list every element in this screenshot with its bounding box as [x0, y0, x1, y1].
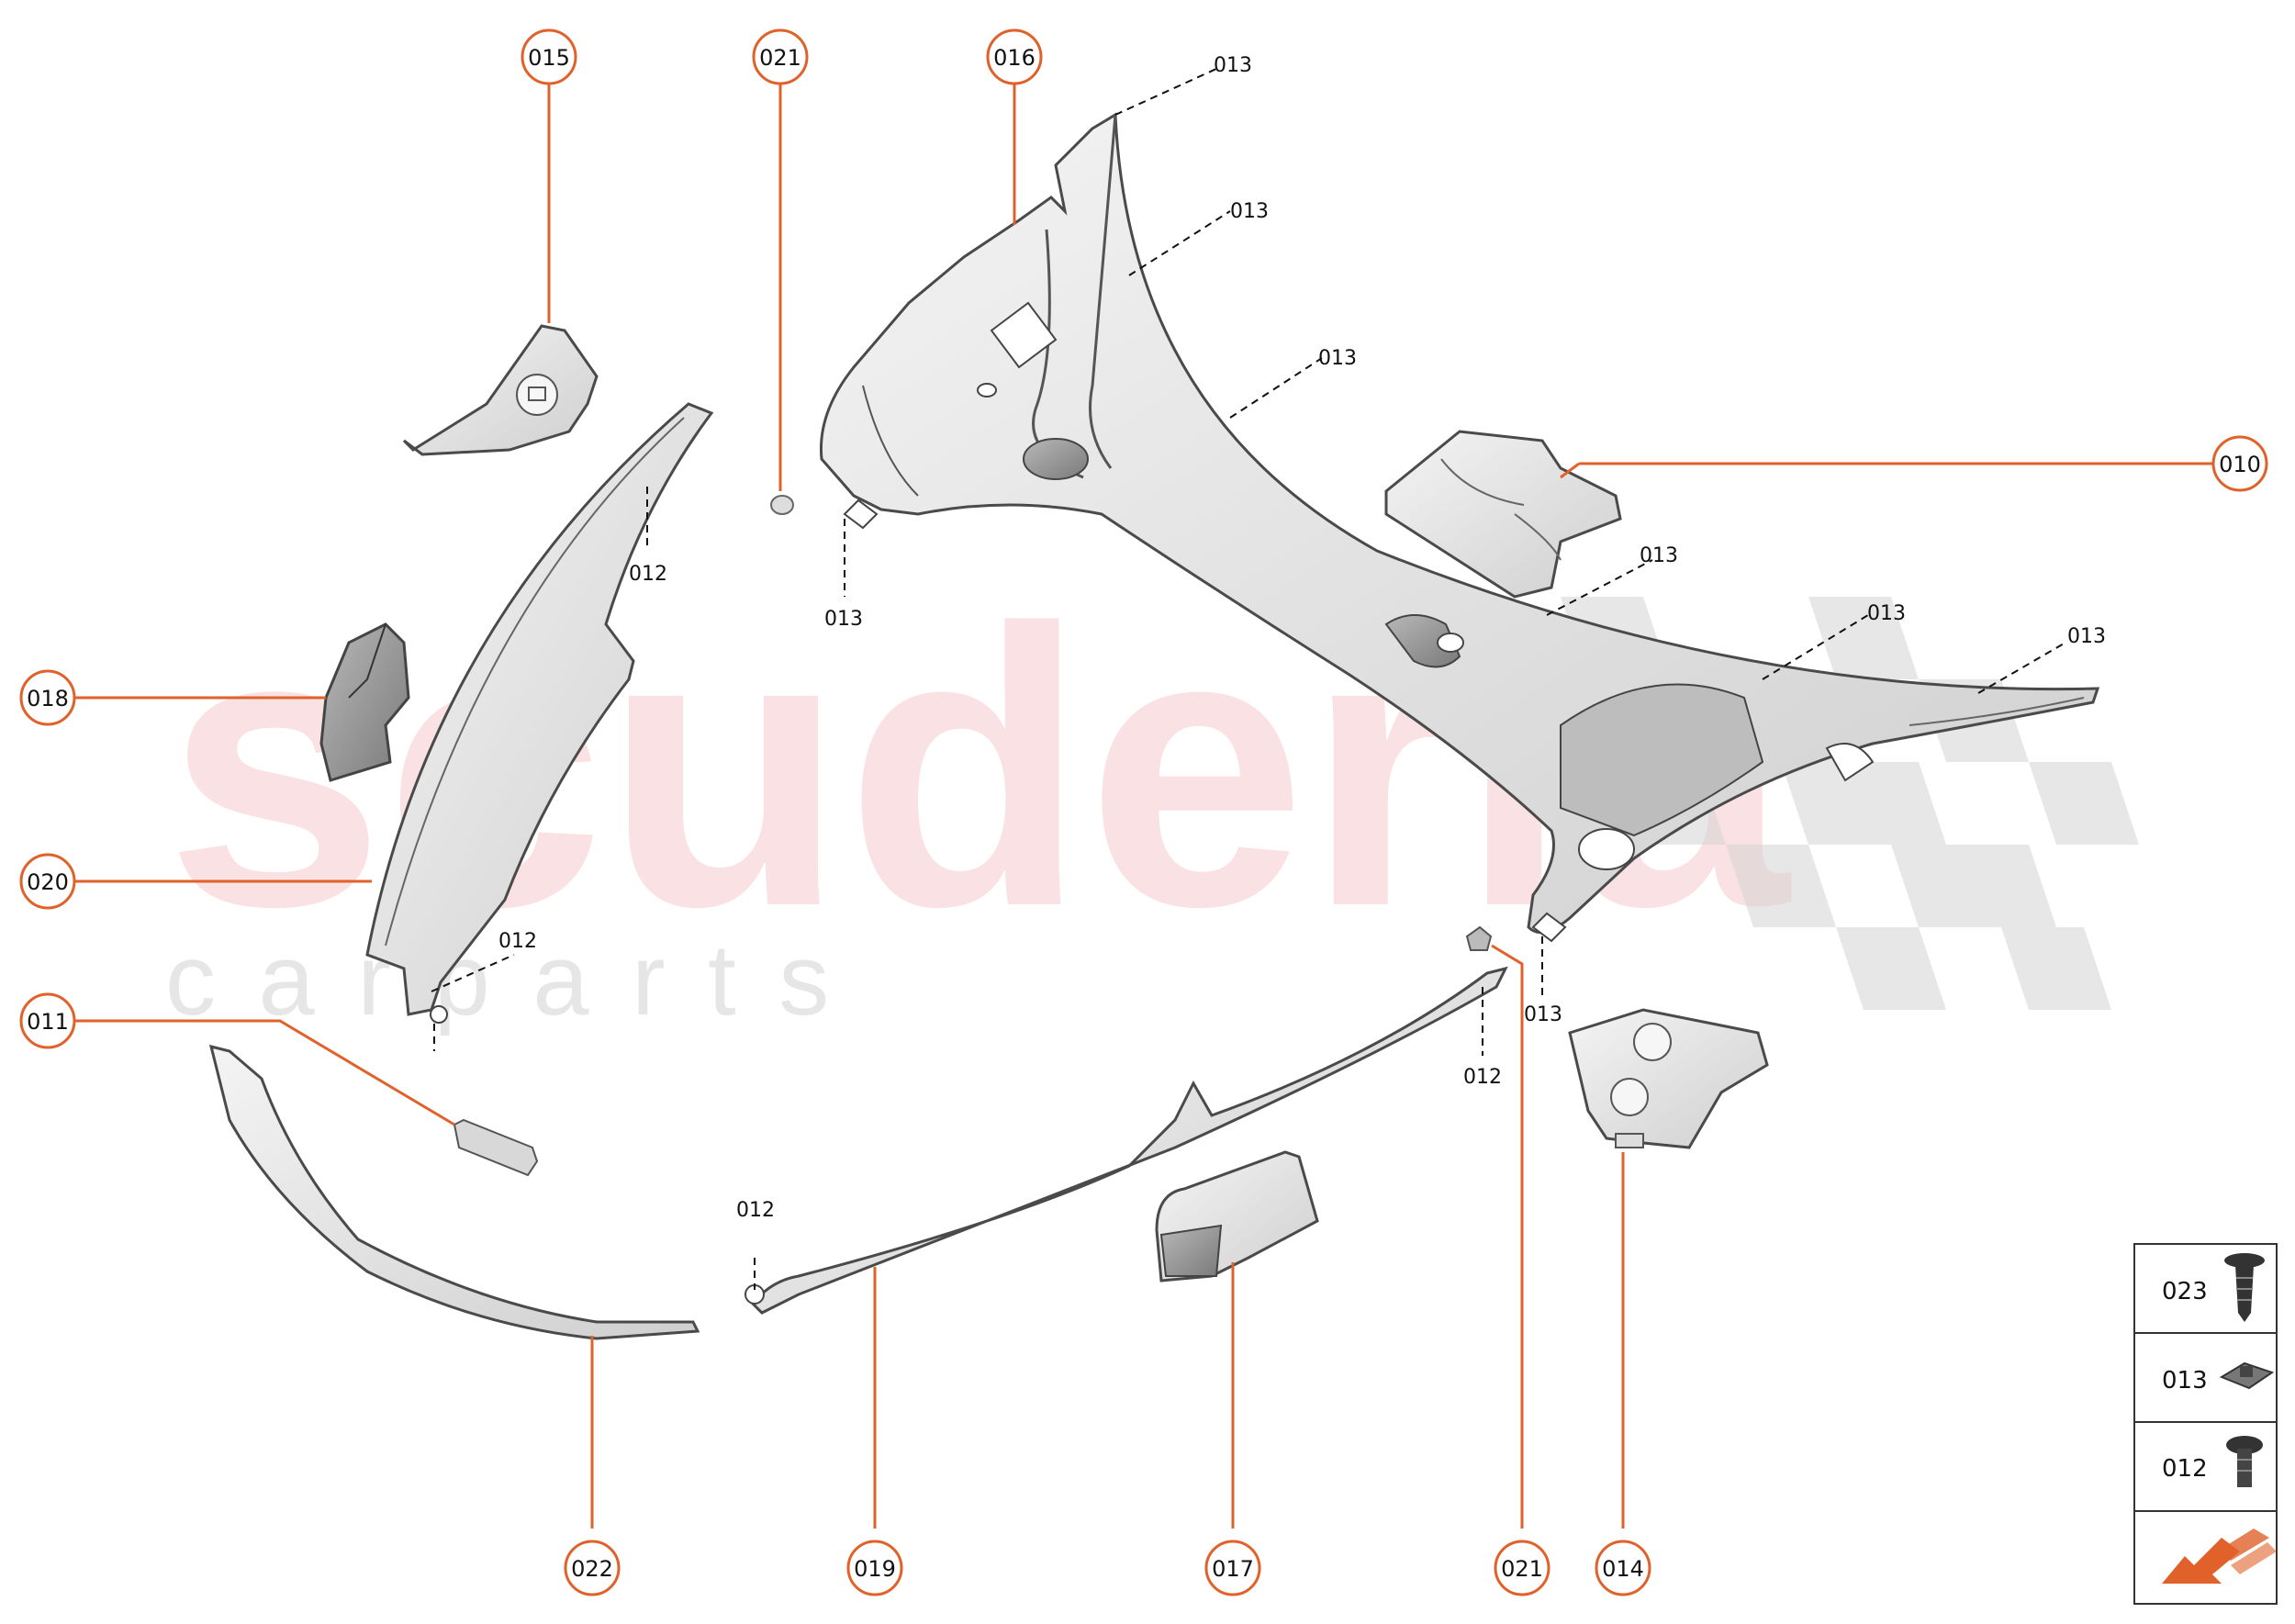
rear-parcel-shelf	[819, 112, 2100, 943]
callout-021[interactable]: 021	[1494, 1540, 1551, 1596]
callout-label: 021	[1501, 1556, 1543, 1582]
callout-016[interactable]: 016	[986, 28, 1043, 85]
callout-label: 011	[27, 1009, 69, 1035]
callout-019[interactable]: 019	[846, 1540, 903, 1596]
fastener-label: 013	[2067, 625, 2106, 648]
callout-018[interactable]: 018	[19, 669, 76, 726]
callout-label: 021	[759, 45, 801, 71]
fastener-legend: 023 013 012	[2133, 1243, 2278, 1605]
callout-label: 017	[1212, 1556, 1254, 1582]
fastener-label: 012	[629, 563, 667, 586]
legend-code: 012	[2162, 1455, 2208, 1483]
callout-011[interactable]: 011	[19, 992, 76, 1049]
arrow-direction-icon	[2162, 1529, 2277, 1584]
fastener-label: 012	[1463, 1066, 1502, 1089]
part-021-cap	[1465, 925, 1493, 951]
fastener-label: 013	[1640, 544, 1678, 567]
callout-label: 014	[1602, 1556, 1644, 1582]
clip-nut-icon	[2219, 1361, 2275, 1390]
legend-row-012: 012	[2162, 1436, 2263, 1487]
callout-label: 020	[27, 869, 69, 895]
fastener-label: 013	[1318, 347, 1357, 370]
fastener-label: 013	[824, 608, 863, 631]
callout-010[interactable]: 010	[2211, 435, 2268, 492]
part-015-cover	[402, 324, 599, 456]
callouts: 015 021 016 010 018 020 011 022 019 017 …	[19, 28, 2268, 1596]
callout-015[interactable]: 015	[521, 28, 577, 85]
callout-014[interactable]: 014	[1595, 1540, 1651, 1596]
watermark-tagline: c a r p a r t s	[165, 924, 836, 1036]
fastener-label: 013	[1524, 1003, 1562, 1026]
callout-label: 015	[528, 45, 570, 71]
fastener-label: 012	[498, 930, 537, 953]
push-rivet-icon	[2224, 1253, 2265, 1322]
callout-leaders	[70, 79, 2218, 1529]
legend-code: 013	[2162, 1367, 2208, 1394]
part-020-pillar-trim	[365, 402, 714, 1024]
legend-row-direction	[2162, 1529, 2277, 1584]
part-014-cover	[1568, 1008, 1769, 1149]
callout-label: 018	[27, 686, 69, 711]
fastener-label: 013	[1214, 54, 1252, 77]
legend-row-013: 013	[2162, 1361, 2275, 1394]
fastener-label: 013	[1230, 200, 1269, 223]
fastener-label: 013	[1867, 602, 1906, 625]
callout-020[interactable]: 020	[19, 853, 76, 910]
part-017-block	[1155, 1150, 1319, 1282]
callout-021[interactable]: 021	[752, 28, 809, 85]
fastener-labels: 013 013 013 013 013 013 013 013 012 012 …	[498, 54, 2106, 1222]
callout-022[interactable]: 022	[564, 1540, 621, 1596]
callout-label: 010	[2219, 452, 2261, 477]
fastener-label: 012	[736, 1199, 775, 1222]
callout-017[interactable]: 017	[1204, 1540, 1261, 1596]
part-019-sill-trim	[744, 966, 1508, 1315]
legend-row-023: 023	[2162, 1253, 2265, 1322]
part-010-bracket	[1384, 430, 1622, 599]
part-021-cap	[770, 495, 794, 515]
part-022-trim-strip	[208, 1044, 700, 1340]
callout-label: 016	[993, 45, 1036, 71]
fastener-leaders	[431, 68, 2066, 1290]
checkered-flag-watermark	[1561, 597, 2139, 1010]
part-011-badge	[453, 1118, 539, 1177]
part-018-clip	[319, 622, 410, 782]
callout-label: 022	[571, 1556, 613, 1582]
callout-label: 019	[854, 1556, 896, 1582]
screw-icon	[2226, 1436, 2263, 1487]
legend-code: 023	[2162, 1278, 2208, 1305]
